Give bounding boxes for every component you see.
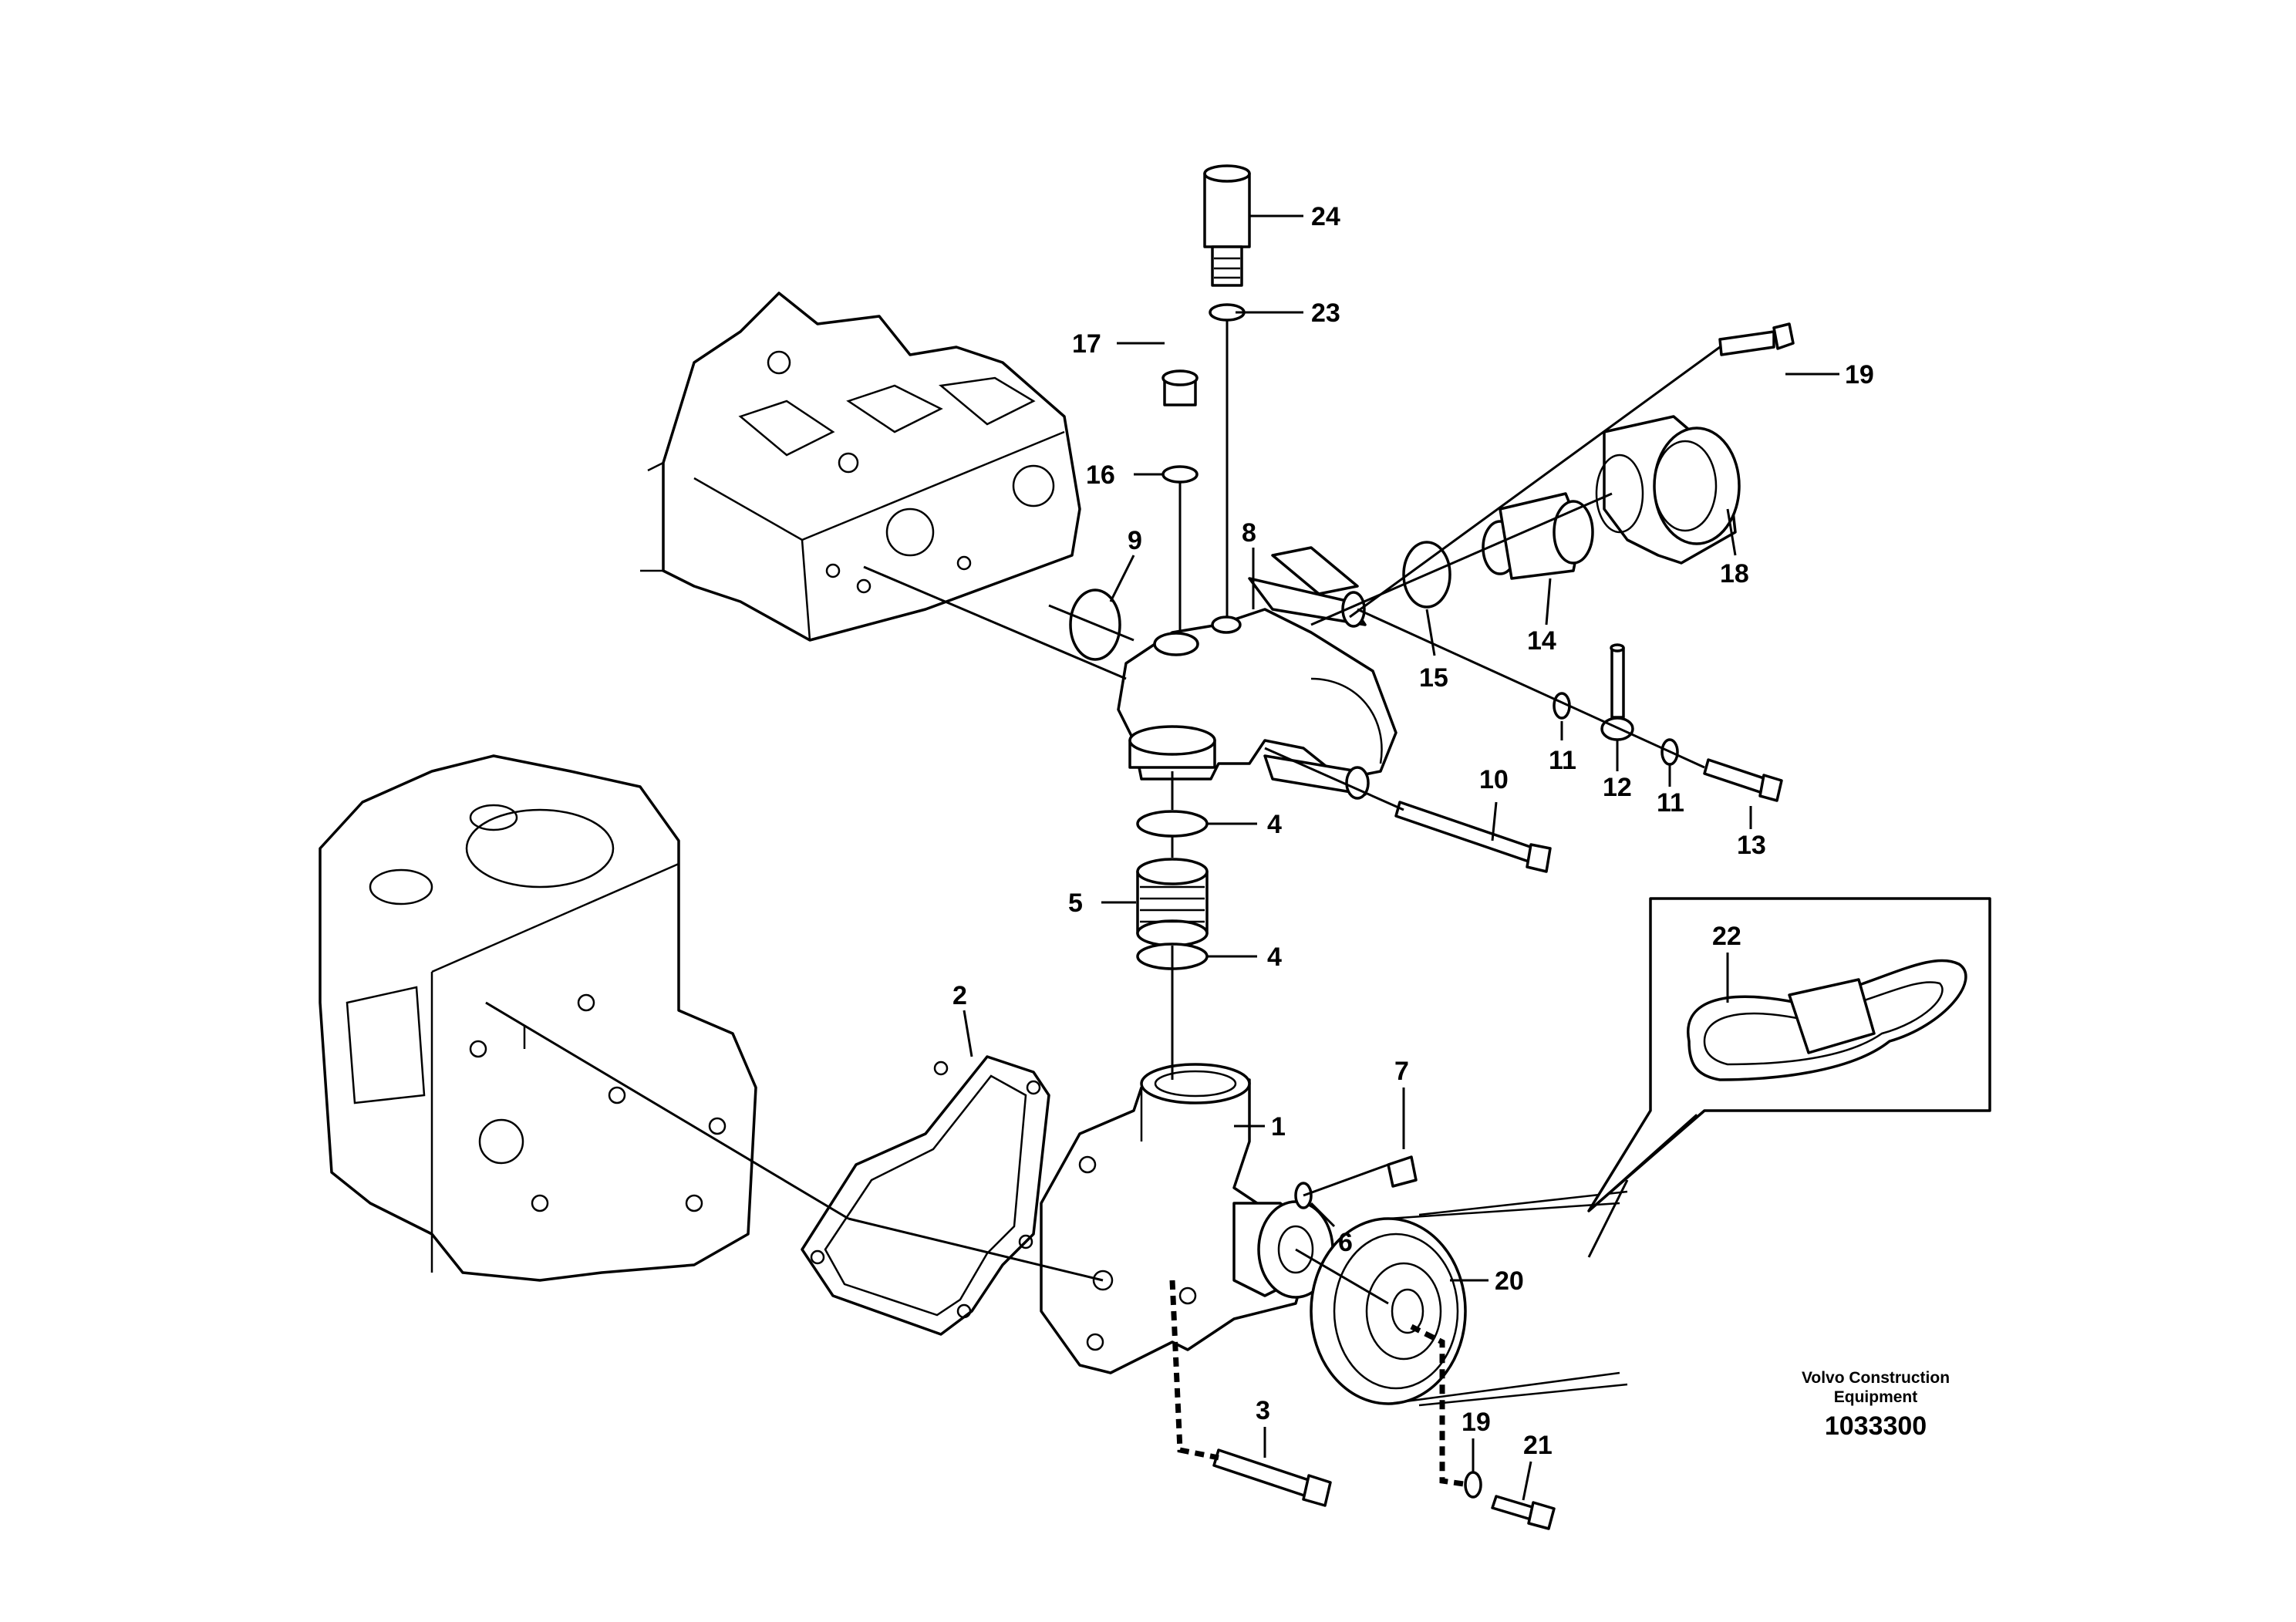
callout-13: 13 <box>1737 831 1766 860</box>
pulley <box>1310 1190 1628 1407</box>
callout-1: 1 <box>1271 1112 1286 1141</box>
callout-11-right: 11 <box>1657 788 1684 818</box>
plug-7 <box>1387 1155 1418 1188</box>
bolt-13 <box>1703 758 1783 802</box>
caption-company-line2: Equipment <box>1834 1388 1918 1406</box>
callout-20: 20 <box>1495 1266 1524 1296</box>
callout-12: 12 <box>1603 773 1632 802</box>
caption-company-line1: Volvo Construction <box>1802 1369 1950 1387</box>
callout-3: 3 <box>1256 1396 1270 1425</box>
callout-24: 24 <box>1311 202 1340 231</box>
callout-6: 6 <box>1338 1228 1353 1257</box>
callout-10: 10 <box>1479 765 1509 794</box>
connecting-pipe <box>1136 858 1209 947</box>
callout-labels: 24 23 19 17 16 8 9 18 14 15 11 12 11 13 … <box>952 202 1874 1460</box>
callout-15: 15 <box>1419 663 1448 693</box>
callout-7: 7 <box>1394 1057 1409 1086</box>
thermostat-cover <box>1595 415 1741 565</box>
callout-2: 2 <box>952 981 967 1010</box>
callout-8: 8 <box>1242 518 1256 548</box>
assembly-lines <box>485 320 1721 1488</box>
pump-gasket <box>801 1055 1050 1336</box>
callout-18: 18 <box>1720 559 1749 588</box>
callout-16: 16 <box>1086 460 1115 490</box>
callout-19-bottom: 19 <box>1462 1408 1491 1437</box>
thermostat-housing <box>1117 546 1397 800</box>
callout-21: 21 <box>1523 1431 1553 1460</box>
callout-4-lower: 4 <box>1267 943 1282 972</box>
leader-lines <box>963 214 1839 1501</box>
callout-5: 5 <box>1068 889 1083 918</box>
cylinder-head <box>640 292 1081 642</box>
cylinder-block <box>319 754 757 1282</box>
caption-figure-number: 1033300 <box>1825 1411 1927 1441</box>
water-pump <box>1040 1063 1334 1374</box>
bolt-3 <box>1212 1448 1332 1507</box>
callout-17: 17 <box>1072 329 1101 359</box>
bolt-19-top <box>1718 322 1795 356</box>
callout-11-left: 11 <box>1549 746 1576 775</box>
callout-22: 22 <box>1712 922 1741 951</box>
plug-17 <box>1161 369 1199 406</box>
callout-9: 9 <box>1128 526 1142 555</box>
thermostat <box>1482 492 1594 580</box>
bolt-10 <box>1394 801 1552 873</box>
caption-block: Volvo Construction Equipment 1033300 <box>1802 1369 1950 1441</box>
o-ring-4-upper <box>1136 810 1209 838</box>
washer-19-bottom <box>1464 1471 1482 1499</box>
callout-19-top: 19 <box>1845 360 1874 389</box>
callout-4-upper: 4 <box>1267 810 1282 839</box>
callout-14: 14 <box>1527 626 1556 656</box>
washer-16 <box>1161 465 1199 484</box>
belt-detail-inset <box>1587 897 1991 1212</box>
bolt-21 <box>1491 1495 1556 1530</box>
callout-23: 23 <box>1311 298 1340 328</box>
banjo-fitting-12 <box>1600 643 1634 741</box>
nipple-24 <box>1203 164 1251 287</box>
